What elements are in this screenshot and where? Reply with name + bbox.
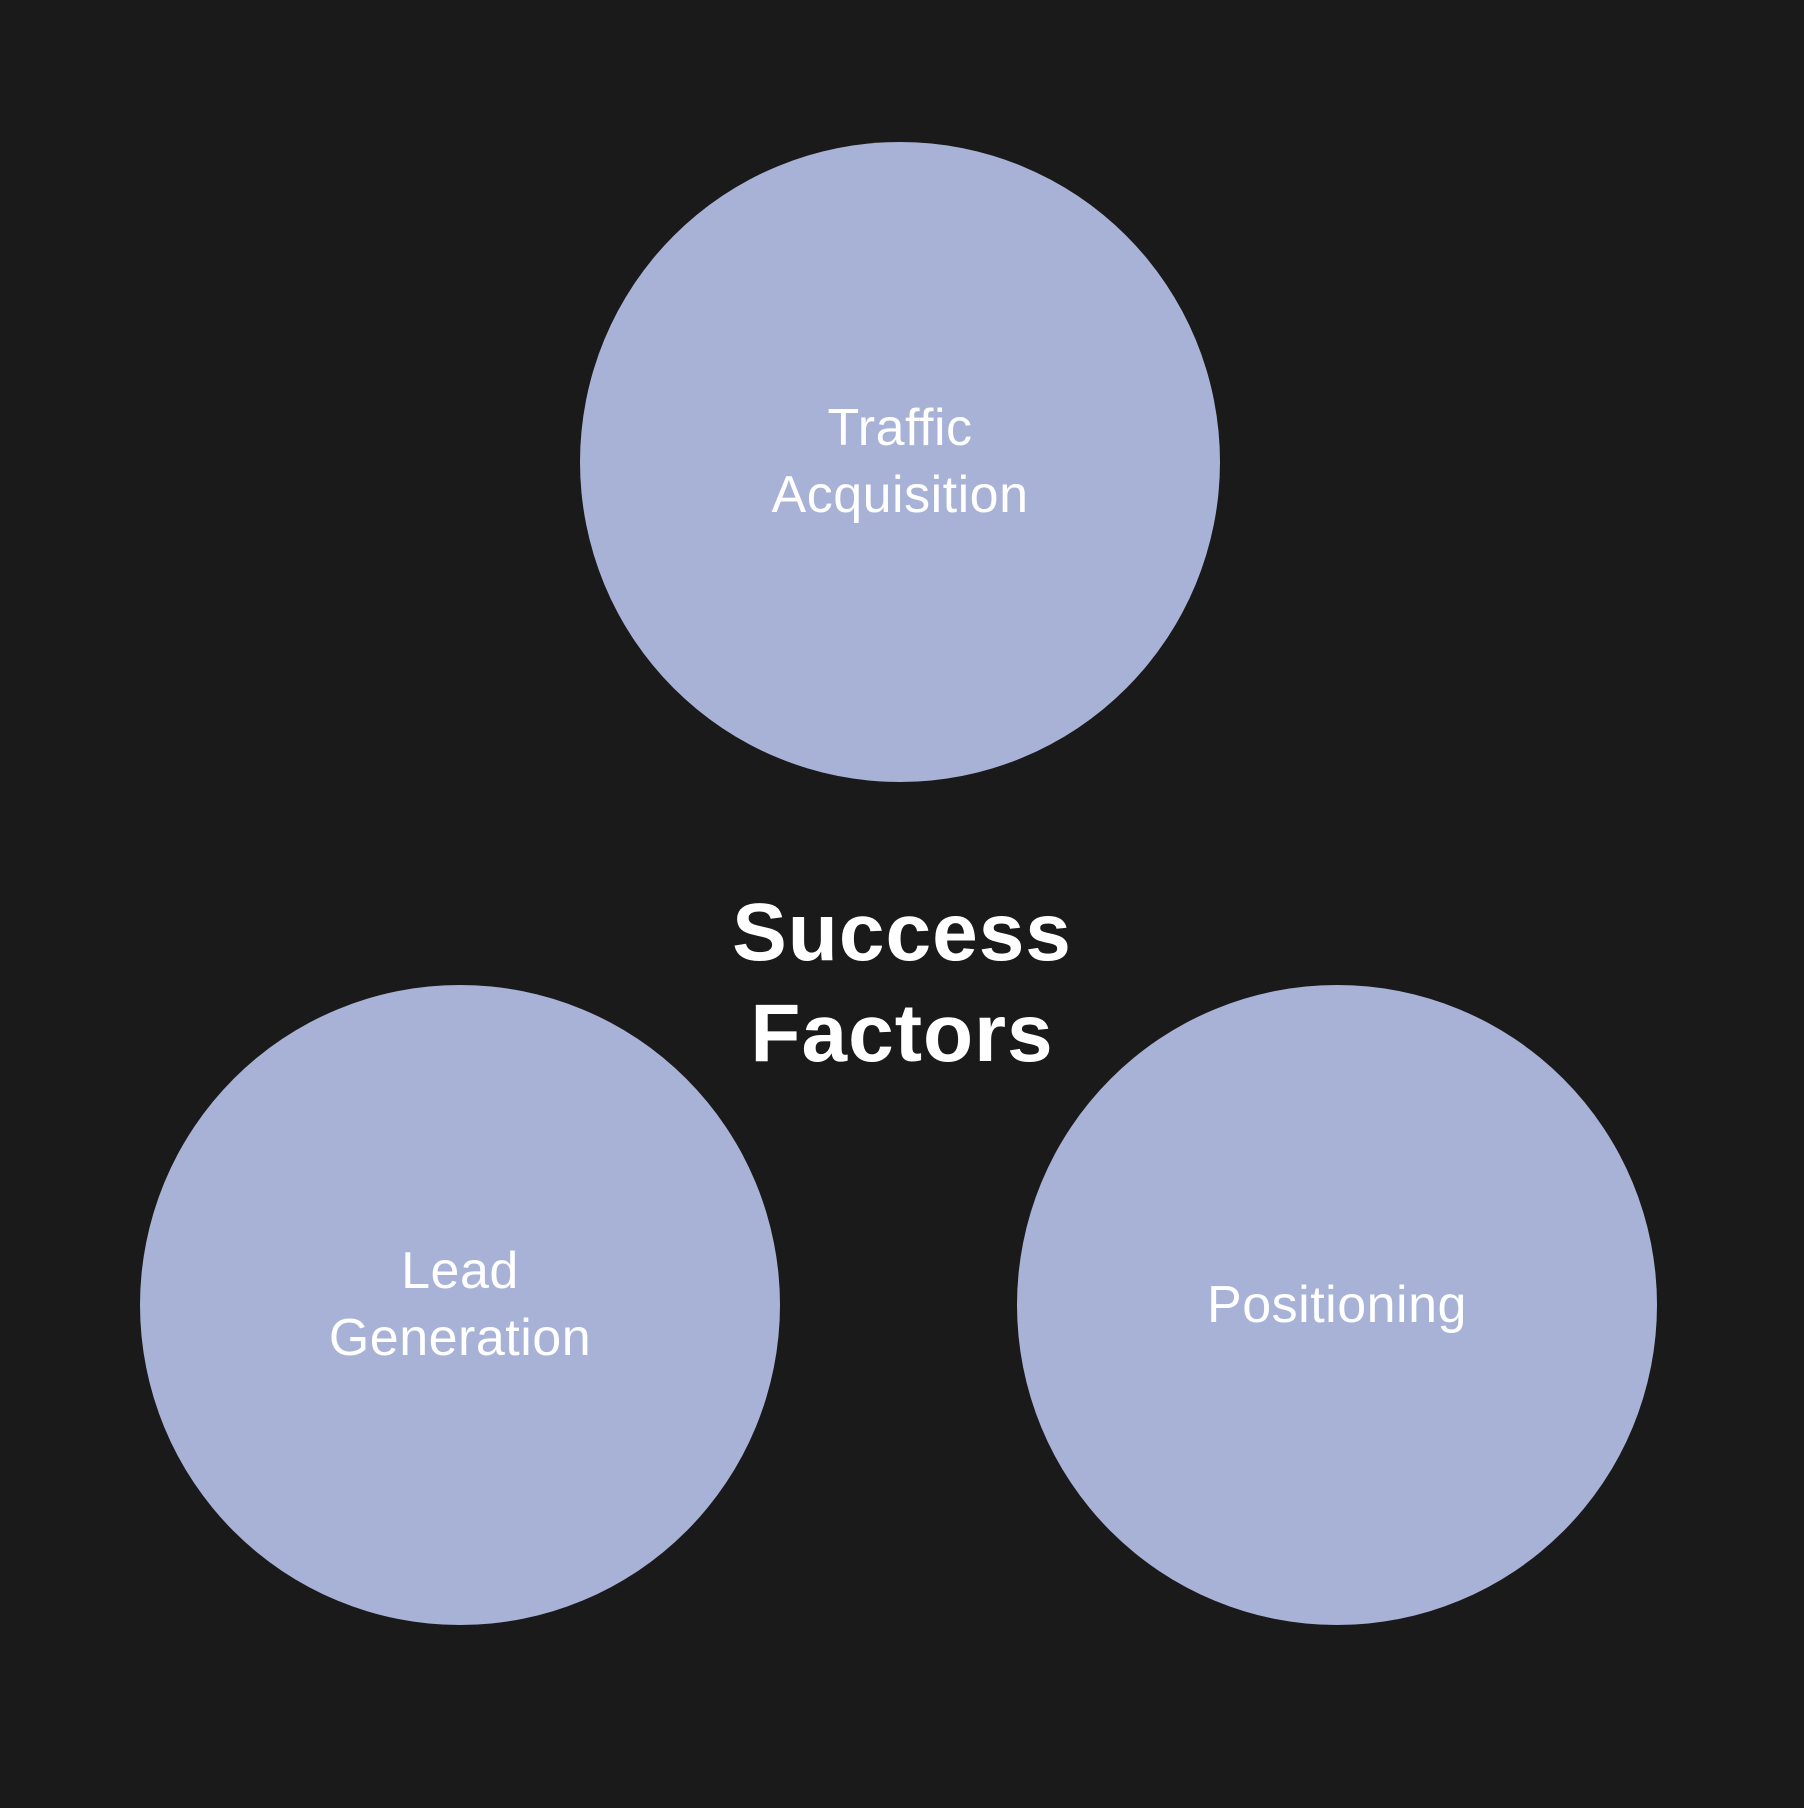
- node-label-lead-generation: Lead Generation: [329, 1238, 591, 1372]
- node-lead-generation: Lead Generation: [140, 985, 780, 1625]
- node-label-line: Acquisition: [771, 466, 1029, 524]
- title-line-2: Factors: [750, 988, 1054, 1079]
- node-label-positioning: Positioning: [1207, 1272, 1467, 1339]
- diagram-title: Success Factors: [0, 882, 1804, 1084]
- node-positioning: Positioning: [1017, 985, 1657, 1625]
- node-label-line: Traffic: [827, 399, 973, 457]
- node-label-traffic-acquisition: Traffic Acquisition: [772, 395, 1029, 529]
- node-label-line: Positioning: [1207, 1275, 1467, 1334]
- node-label-line: Generation: [328, 1309, 592, 1367]
- node-label-line: Lead: [401, 1242, 519, 1300]
- title-line-1: Success: [732, 887, 1072, 978]
- node-traffic-acquisition: Traffic Acquisition: [580, 142, 1220, 782]
